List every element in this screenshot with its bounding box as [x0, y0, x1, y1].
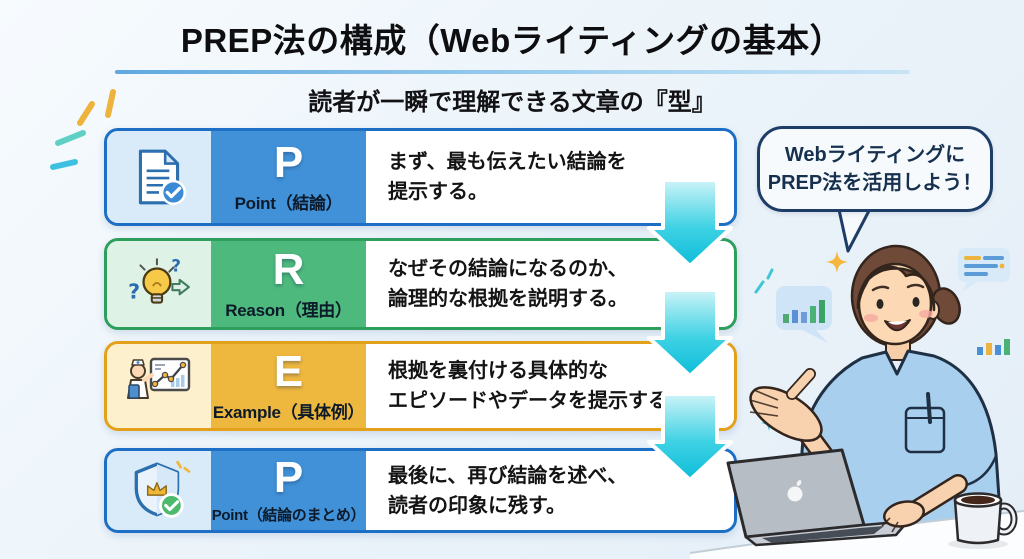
sparkle-ticks-icon — [754, 268, 774, 294]
row-icon-cell: ? ? — [107, 241, 211, 327]
blush-left — [864, 314, 878, 322]
prep-row-point-summary: P Point（結論のまとめ） 最後に、再び結論を述べ、 読者の印象に残す。 — [104, 448, 737, 533]
row-letter: R — [272, 244, 305, 294]
svg-text:?: ? — [171, 257, 181, 276]
row-description: なぜその結論になるのか、 論理的な根拠を説明する。 — [366, 241, 734, 327]
prep-row-example: E Example（具体例） 根拠を裏付ける具体的な エピソードやデータを提示す… — [104, 341, 737, 431]
row-icon-cell — [107, 451, 211, 530]
hair-front — [856, 265, 936, 312]
nurse-head — [850, 244, 961, 361]
eyebrows — [871, 283, 925, 292]
down-arrow-icon — [647, 288, 733, 378]
svg-text:?: ? — [128, 279, 140, 303]
chat-bubble — [958, 248, 1010, 292]
typing-hand — [883, 500, 925, 528]
chest-pocket — [904, 406, 946, 454]
chart-bubble — [776, 286, 832, 343]
coffee — [961, 495, 995, 505]
down-arrow-icon — [647, 392, 733, 482]
typing-arm — [881, 474, 968, 533]
prep-row-point: P Point（結論） まず、最も伝えたい結論を 提示する。 — [104, 128, 737, 226]
row-label-cell: E Example（具体例） — [211, 344, 366, 428]
document-check-icon — [138, 149, 187, 206]
page-subtitle: 読者が一瞬で理解できる文章の『型』 — [308, 89, 716, 116]
row-label: Point（結論） — [234, 193, 343, 213]
shield-crown-check-icon — [134, 460, 191, 518]
row-label-cell: P Point（結論） — [211, 131, 366, 223]
row-letter: P — [273, 137, 304, 187]
laptop-logo — [787, 486, 803, 502]
blush-right — [919, 310, 933, 318]
title-underline — [115, 70, 910, 74]
sparkle-icon — [826, 251, 848, 273]
laptop — [726, 448, 910, 547]
row-label-cell: P Point（結論のまとめ） — [211, 451, 366, 530]
row-icon-cell — [107, 131, 211, 223]
prep-row-reason: ? ? R Reason（理由） なぜその結論になるのか、 論理的な根拠を説明す… — [104, 238, 737, 330]
row-description: 最後に、再び結論を述べ、 読者の印象に残す。 — [366, 451, 734, 530]
row-label-cell: R Reason（理由） — [211, 241, 366, 327]
speech-bubble: Webライティングに PREP法を活用しよう！ — [757, 126, 993, 212]
row-icon-cell — [107, 344, 211, 428]
bar-chart-decoration — [977, 339, 1010, 355]
emphasis-sparkle-lines-icon — [50, 89, 116, 170]
coffee-mug — [948, 492, 1018, 549]
page-title: PREP法の構成（Webライティングの基本） — [180, 22, 844, 59]
teeth — [888, 321, 907, 325]
row-label: Point（結論のまとめ） — [211, 507, 366, 524]
eye-left — [876, 299, 884, 309]
eye-right — [912, 297, 920, 307]
row-label: Example（具体例） — [212, 402, 365, 422]
row-letter: P — [273, 453, 304, 502]
lightbulb-question-icon: ? ? — [128, 257, 190, 304]
down-arrow-icon — [647, 178, 733, 268]
row-label: Reason（理由） — [225, 300, 352, 320]
nurse-illustration — [690, 244, 1024, 559]
pen — [926, 392, 932, 424]
presenter-chart-icon — [127, 357, 191, 399]
row-letter: E — [273, 346, 304, 396]
